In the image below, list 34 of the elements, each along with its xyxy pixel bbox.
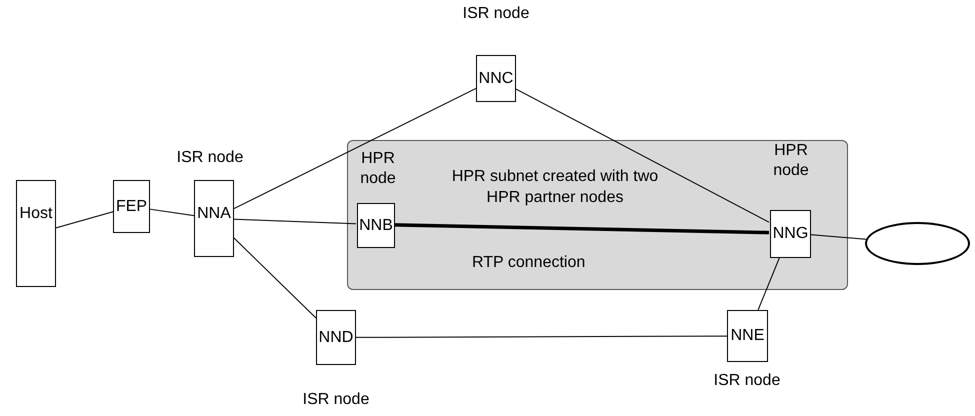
- subnet-panel: [347, 140, 848, 290]
- connector-line: [56, 211, 114, 228]
- node-type-label: HPR node: [359, 149, 397, 189]
- node-type-label: HPR node: [772, 141, 810, 181]
- connector-line: [234, 88, 476, 210]
- node-label: Host: [20, 205, 52, 223]
- node-box: [194, 180, 234, 257]
- node-type-label: ISR node: [176, 148, 244, 168]
- node-box: [16, 180, 56, 287]
- node-box: [357, 203, 395, 248]
- node-box: [727, 310, 768, 362]
- connector-line: [234, 218, 356, 224]
- node-type-label: ISR node: [302, 390, 370, 410]
- node-type-label: ISR node: [462, 4, 530, 24]
- node-box: [476, 55, 516, 102]
- connector-line: [234, 238, 316, 318]
- connector-line: [516, 88, 770, 223]
- node-label: NNB: [359, 216, 393, 234]
- connector-line: [394, 223, 770, 234]
- connector-line: [758, 256, 780, 310]
- connector-line: [150, 208, 194, 216]
- node-label: FEP: [116, 198, 148, 216]
- node-box: [316, 310, 356, 365]
- node-label: NND: [318, 328, 354, 346]
- node-box: [770, 210, 811, 258]
- connector-line: [810, 234, 867, 240]
- node-label: NNA: [197, 205, 231, 223]
- node-type-label: ISR node: [712, 371, 782, 391]
- connector-line: [356, 336, 728, 338]
- subnet-description: HPR subnet created with two HPR partner nodes: [450, 167, 660, 208]
- node-label: NNG: [772, 225, 808, 243]
- node-label: NNE: [730, 327, 764, 345]
- node-label: NNC: [478, 70, 514, 88]
- node-box: [113, 180, 150, 233]
